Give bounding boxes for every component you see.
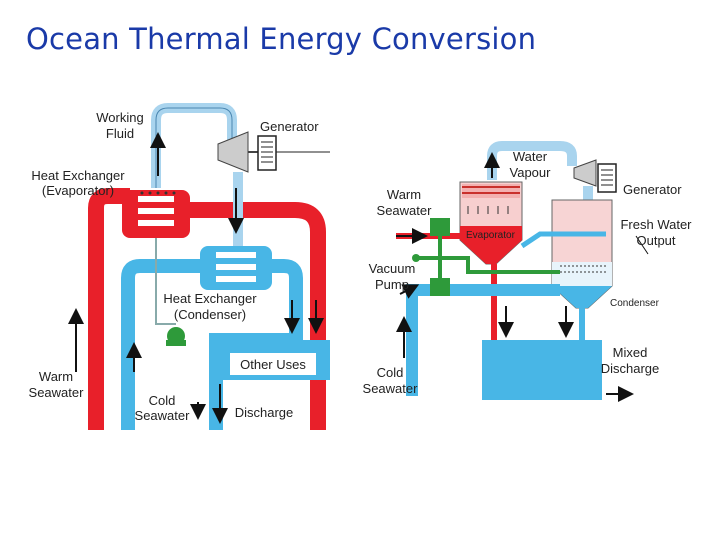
label-mixed-discharge-2: Discharge <box>601 361 660 376</box>
label-warm-seawater-right-1: Warm <box>387 187 421 202</box>
label-cold-seawater-right-1: Cold <box>377 365 404 380</box>
label-generator-left: Generator <box>260 119 319 134</box>
svg-text:Heat Exchanger(Condenser): Heat Exchanger(Condenser) <box>163 291 257 322</box>
label-warm-seawater-left-1: Warm <box>39 369 73 384</box>
label-water-vapour-2: Vapour <box>510 165 552 180</box>
label-generator-right: Generator <box>623 182 682 197</box>
warm-seawater-pipe-right <box>182 202 326 430</box>
label-working-fluid-2: Fluid <box>106 126 134 141</box>
generator-right <box>597 163 617 193</box>
label-cold-seawater-left-1: Cold <box>149 393 176 408</box>
generator-left <box>257 135 277 171</box>
label-vacuum-pump-1: Vacuum <box>369 261 416 276</box>
mixed-discharge-tank <box>482 340 602 400</box>
label-cold-seawater-left-2: Seawater <box>135 408 191 423</box>
label-hx-cond-2: (Condenser) <box>174 307 246 322</box>
label-working-fluid-1: Working <box>96 110 143 125</box>
label-warm-seawater-left-2: Seawater <box>29 385 85 400</box>
label-condenser: Condenser <box>610 298 660 309</box>
label-vacuum-pump-2: Pump <box>375 277 409 292</box>
label-hx-cond-1: Heat Exchanger <box>163 291 257 306</box>
label-other-uses: Other Uses <box>240 357 306 372</box>
label-fresh-water-1: Fresh Water <box>620 217 692 232</box>
label-hx-evap-1: Heat Exchanger <box>31 168 125 183</box>
vapour-pipe <box>487 141 577 180</box>
label-discharge: Discharge <box>235 405 294 420</box>
warm-seawater-pipe-left <box>88 188 130 430</box>
turbine <box>217 131 249 173</box>
cold-seawater-pipe-left <box>121 259 206 430</box>
label-mixed-discharge-1: Mixed <box>613 345 648 360</box>
svg-text:Heat Exchanger(Evaporator): Heat Exchanger(Evaporator) <box>31 168 125 198</box>
label-warm-seawater-right-2: Seawater <box>377 203 433 218</box>
label-cold-seawater-right-2: Seawater <box>363 381 419 396</box>
label-fresh-water-2: Output <box>636 233 675 248</box>
page-title: Ocean Thermal Energy Conversion <box>26 22 537 56</box>
label-hx-evap-2: (Evaporator) <box>42 183 114 198</box>
label-water-vapour-1: Water <box>513 149 548 164</box>
label-evaporator: Evaporator <box>466 230 516 241</box>
